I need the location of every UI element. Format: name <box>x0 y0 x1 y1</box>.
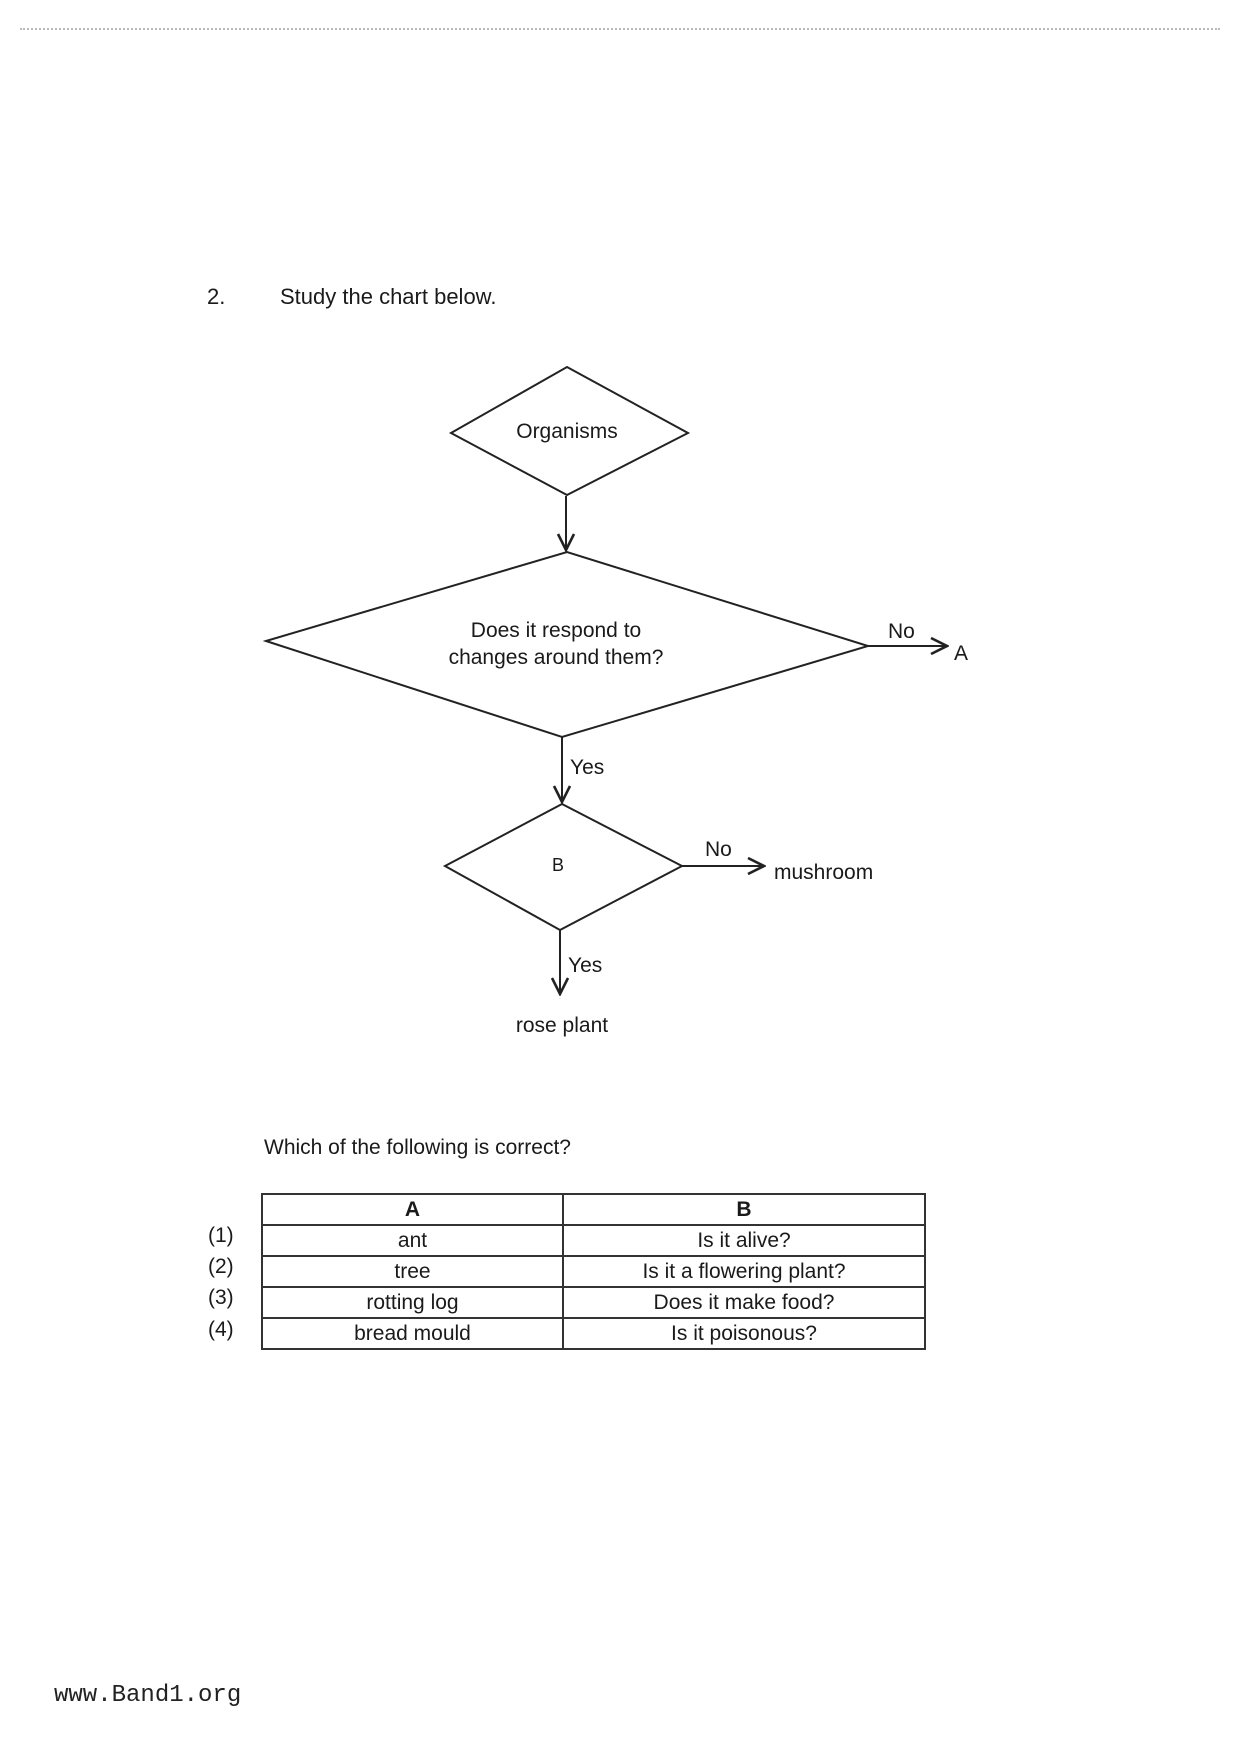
question-prompt: Study the chart below. <box>280 284 497 309</box>
table-row[interactable]: bread mould Is it poisonous? <box>261 1317 926 1350</box>
decision1-line2: changes around them? <box>448 646 664 669</box>
cell-b: Is it alive? <box>562 1224 926 1257</box>
decision2-no-target: mushroom <box>774 861 874 884</box>
table-row[interactable]: tree Is it a flowering plant? <box>261 1255 926 1288</box>
table-row[interactable]: ant Is it alive? <box>261 1224 926 1257</box>
cell-a: bread mould <box>261 1317 564 1350</box>
cell-b: Does it make food? <box>562 1286 926 1319</box>
option-label-2[interactable]: (2) <box>208 1255 234 1278</box>
decision1-no-target: A <box>954 642 969 665</box>
cell-b: Is it a flowering plant? <box>562 1255 926 1288</box>
option-label-4[interactable]: (4) <box>208 1318 234 1341</box>
decision2-no-label: No <box>705 838 732 861</box>
decision1-label: Does it respond to changes around them? <box>406 617 706 671</box>
cell-b: Is it poisonous? <box>562 1317 926 1350</box>
cell-a: ant <box>261 1224 564 1257</box>
option-label-3[interactable]: (3) <box>208 1286 234 1309</box>
question-number: 2. <box>207 284 226 309</box>
start-diamond <box>448 365 691 497</box>
website-footer: www.Band1.org <box>54 1682 242 1709</box>
decision2-yes-target: rose plant <box>515 1014 609 1037</box>
scan-artifact-line <box>20 28 1220 32</box>
header-a: A <box>261 1193 564 1226</box>
decision1-line1: Does it respond to <box>470 619 642 642</box>
decision2-label: B <box>552 855 565 875</box>
decision2-yes-label: Yes <box>568 954 603 977</box>
start-label: Organisms <box>516 420 618 443</box>
sub-question: Which of the following is correct? <box>264 1136 571 1159</box>
header-b: B <box>562 1193 926 1226</box>
answer-options-table: A B ant Is it alive? tree Is it a flower… <box>261 1193 926 1350</box>
option-label-1[interactable]: (1) <box>208 1224 234 1247</box>
decision1-no-label: No <box>888 620 915 643</box>
decision1-yes-label: Yes <box>570 756 605 779</box>
cell-a: tree <box>261 1255 564 1288</box>
table-header-row: A B <box>261 1193 926 1226</box>
table-row[interactable]: rotting log Does it make food? <box>261 1286 926 1319</box>
cell-a: rotting log <box>261 1286 564 1319</box>
